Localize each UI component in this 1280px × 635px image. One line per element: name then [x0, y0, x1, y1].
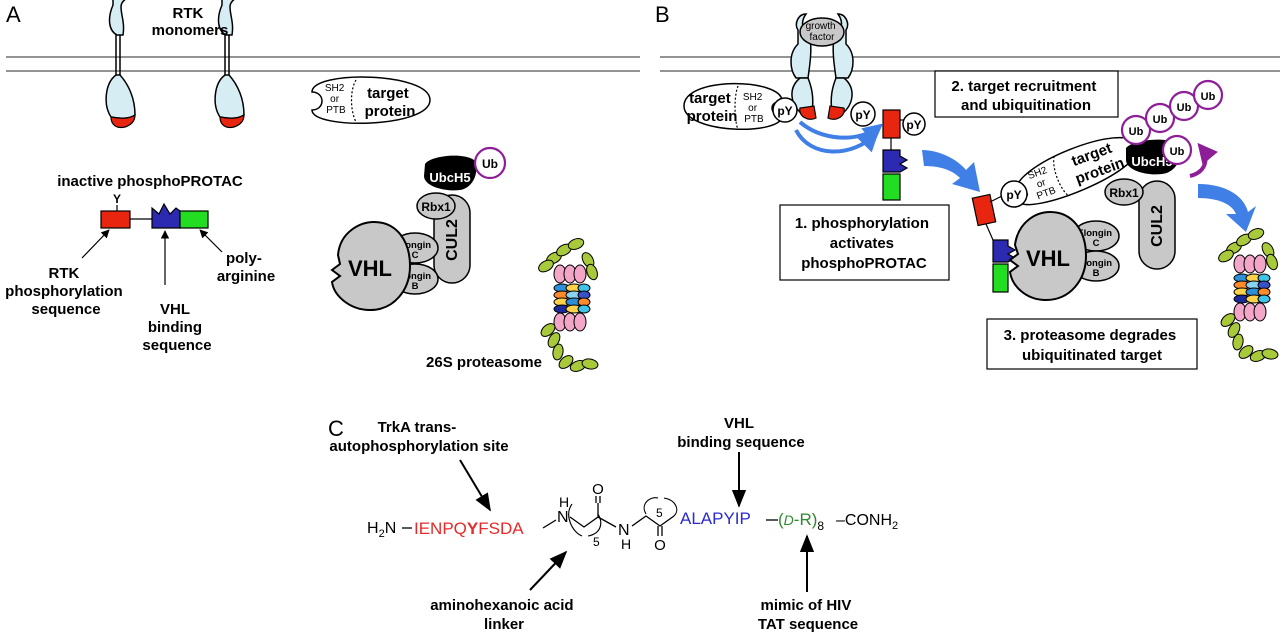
svg-text:UbcH5: UbcH5 [1131, 154, 1172, 169]
rbx1-b [1104, 178, 1144, 206]
py-protac [902, 112, 926, 136]
py-left [772, 97, 798, 123]
svg-text:5: 5 [656, 506, 663, 520]
svg-text:CUL2: CUL2 [444, 219, 461, 261]
tyrosine-label: Y [113, 192, 121, 206]
svg-text:5: 5 [593, 535, 600, 549]
ubch5-a [424, 155, 477, 191]
target-protein-b-left: target protein SH2 or PTB pY [683, 82, 798, 131]
rtk-dimer: growth factor [790, 13, 854, 120]
panel-a-letter: A [6, 2, 21, 27]
ubiquitin-chain: Ub Ub Ub Ub Ub [1120, 79, 1224, 178]
n-terminus: H2N [367, 520, 396, 540]
svg-text:UbcH5: UbcH5 [429, 170, 470, 185]
svg-text:CUL2: CUL2 [1149, 205, 1166, 247]
phosphoprotac-vertical: pY [882, 109, 926, 201]
svg-text:2. target recruitment: 2. target recruitment and ubiquitination [951, 78, 1100, 114]
ternary-complex: SH2 or PTB target protein pY CUL2 Rbx1 U… [971, 136, 1181, 302]
panel-a: A RTK monomers SH2 or PTB target protein [5, 0, 640, 374]
trka-label: TrkA trans- autophosphorylation site [329, 419, 508, 455]
linker-label: aminohexanoic acid linker [430, 597, 578, 633]
svg-text:pY: pY [855, 108, 870, 122]
polyarginine-block [179, 210, 209, 229]
vhl-b [1008, 210, 1088, 302]
svg-text:Ub: Ub [482, 157, 498, 171]
svg-text:Ub: Ub [1129, 126, 1144, 138]
svg-text:H: H [621, 536, 631, 552]
svg-text:N: N [618, 522, 630, 539]
target-protein-a: SH2 or PTB target protein [311, 76, 431, 124]
panel-b-letter: B [655, 2, 670, 27]
svg-text:VHL: VHL [1026, 246, 1070, 271]
panel-b: B growth factor target protein [655, 2, 1280, 370]
step-arrow-2 [1198, 184, 1256, 232]
svg-text:growth factor: growth factor [806, 21, 839, 43]
peptide-structure: H2N IENPQYFSDA N H 5 O N H 5 O ALAPYIP [367, 481, 898, 554]
svg-text:O: O [592, 481, 604, 498]
rtk-sequence-label: RTK phosphorylation sequence [5, 265, 127, 318]
svg-text:target protein: target protein [687, 90, 738, 125]
svg-text:pY: pY [777, 104, 792, 118]
svg-text:Elongin B: Elongin B [396, 271, 433, 292]
py-complex [1000, 180, 1028, 208]
growth-factor [799, 17, 845, 47]
panel-c-letter: C [328, 416, 344, 441]
target-domain-a: SH2 or PTB [325, 83, 347, 116]
membrane-b [660, 56, 1280, 72]
d-arginine: (D-R)8 [778, 510, 824, 533]
proteasome-label: 26S proteasome [426, 354, 542, 371]
step-arrow-1 [922, 150, 980, 192]
svg-text:Elongin C: Elongin C [396, 240, 433, 261]
rtk-monomer-right [214, 0, 245, 129]
vhl-peptide: ALAPYIP [680, 509, 751, 528]
protac-title: inactive phosphoPROTAC [57, 173, 243, 190]
svg-text:VHL: VHL [348, 256, 392, 281]
rtk-monomer-left [105, 0, 136, 129]
rbx1-a [416, 192, 456, 220]
svg-text:H: H [559, 494, 569, 510]
vhl-binding-label: VHL binding sequence [677, 415, 805, 451]
vhl-a [330, 220, 412, 312]
rtk-phosphorylation-block [100, 210, 131, 229]
rtk-monomers-label: RTK monomers [152, 5, 229, 39]
svg-text:Ub: Ub [1201, 91, 1216, 103]
step-3-box: 3. proteasome degrades ubiquitinated tar… [986, 318, 1198, 370]
svg-text:Rbx1: Rbx1 [421, 200, 451, 214]
svg-text:SH2 or PTB: SH2 or PTB [743, 92, 765, 125]
phosphorylation-arrows [794, 120, 884, 154]
svg-text:Ub: Ub [1153, 114, 1168, 126]
hiv-label: mimic of HIV TAT sequence [758, 597, 858, 633]
ubiquitin-a [473, 146, 507, 180]
svg-text:Ub: Ub [1170, 146, 1185, 158]
trka-sequence: IENPQYFSDA [414, 519, 524, 538]
svg-text:Elongin C: Elongin C [1077, 228, 1114, 249]
cul2-b [1138, 180, 1176, 270]
svg-text:pY: pY [906, 118, 921, 132]
proteasome-b [1216, 226, 1280, 364]
proteasome-a [536, 236, 600, 374]
svg-text:Rbx1: Rbx1 [1109, 186, 1139, 200]
svg-text:pY: pY [1006, 188, 1021, 202]
svg-text:N: N [557, 509, 569, 526]
svg-text:Ub: Ub [1177, 102, 1192, 114]
vhl-binding-block [151, 202, 181, 229]
vhl-sequence-label: VHL binding sequence [142, 301, 211, 354]
step-1-box: 1. phosphorylation activates phosphoPROT… [779, 204, 950, 281]
svg-text:3. proteasome degrades: 3. proteasome degrades ubiquitinated tar… [1004, 327, 1181, 364]
membrane-a [6, 56, 640, 72]
panel-c: C TrkA trans- autophosphorylation site V… [328, 415, 898, 633]
c-terminus: –CONH2 [836, 512, 898, 532]
e3-ligase-complex-a: CUL2 Rbx1 UbcH5 Ub Elongin C Elongin B V… [330, 146, 507, 312]
target-protein-a-label: target protein [365, 85, 416, 120]
svg-text:1. phosphorylation act: 1. phosphorylation activates phosphoPROT… [795, 215, 933, 272]
svg-text:O: O [654, 537, 666, 554]
polyarginine-label: poly- arginine [217, 250, 275, 285]
inactive-phosphoprotac: inactive phosphoPROTAC Y RTK phosphoryla… [5, 173, 275, 354]
svg-text:Elongin B: Elongin B [1077, 258, 1114, 279]
step-2-box: 2. target recruitment and ubiquitination [934, 70, 1119, 118]
